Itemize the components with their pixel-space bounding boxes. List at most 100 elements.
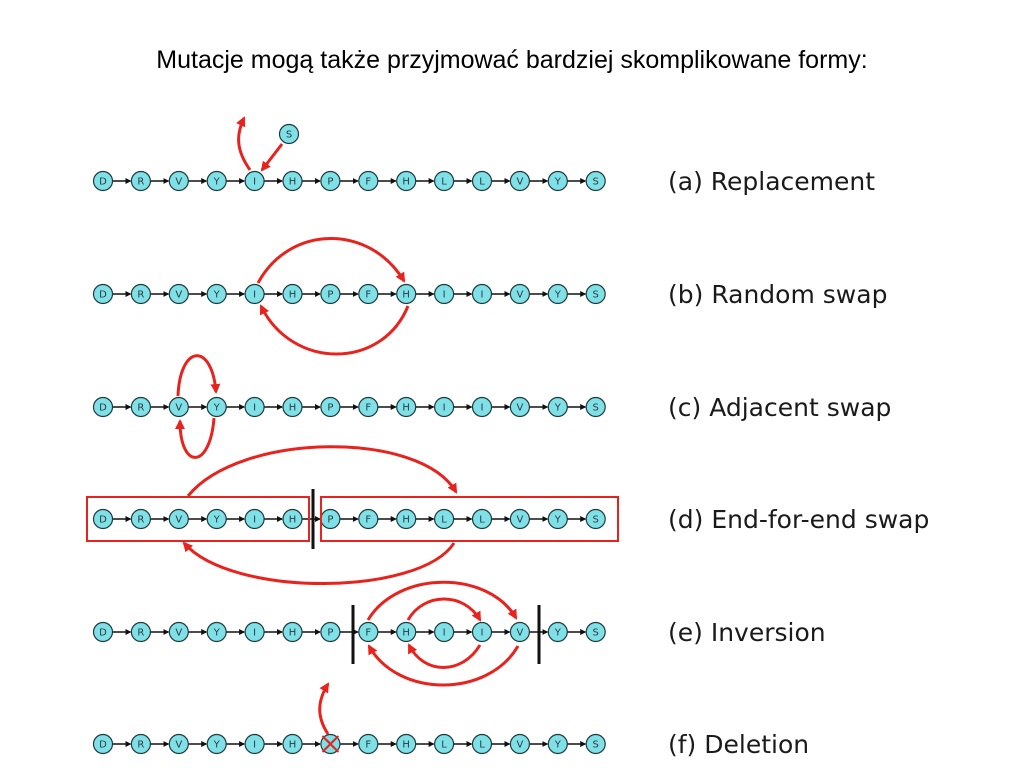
node-letter: I bbox=[253, 290, 256, 301]
node-letter: D bbox=[99, 177, 107, 188]
chain-node bbox=[509, 621, 531, 643]
mutation-annotations: S bbox=[86, 116, 619, 753]
chain-node bbox=[547, 733, 568, 755]
chain-node bbox=[92, 508, 114, 530]
node-letter: L bbox=[479, 177, 485, 188]
node-letter: D bbox=[99, 740, 107, 751]
node-letter: R bbox=[137, 740, 144, 751]
chain-node bbox=[92, 283, 114, 305]
node-letter: I bbox=[253, 628, 256, 639]
chain-node bbox=[585, 508, 606, 530]
node-letter: V bbox=[175, 515, 182, 526]
chain-node bbox=[282, 508, 303, 530]
chain-node bbox=[358, 283, 379, 305]
chain-node bbox=[547, 170, 568, 192]
node-letter: Y bbox=[554, 290, 562, 301]
node-letter: L bbox=[479, 515, 485, 526]
node-letter: P bbox=[327, 403, 333, 414]
node-letter: I bbox=[481, 290, 484, 301]
chain-node bbox=[282, 283, 303, 305]
chain-node bbox=[509, 508, 531, 530]
node-letter: V bbox=[175, 177, 182, 188]
chain-node bbox=[585, 283, 606, 305]
chain-node bbox=[434, 170, 455, 192]
node-letter: I bbox=[481, 628, 484, 639]
chain-node bbox=[471, 733, 493, 755]
inserted-node-letter: S bbox=[286, 130, 292, 141]
node-letter: H bbox=[289, 290, 297, 301]
node-letter: H bbox=[402, 740, 410, 751]
node-letter: H bbox=[289, 403, 297, 414]
node-letter: Y bbox=[554, 177, 562, 188]
swap-arrow-forward bbox=[256, 237, 406, 284]
chain-node bbox=[585, 733, 606, 755]
row-label: (e) Inversion bbox=[668, 618, 826, 647]
chain-node bbox=[509, 283, 531, 305]
node-letter: S bbox=[593, 740, 599, 751]
chain-node bbox=[396, 733, 417, 755]
node-letter: Y bbox=[554, 628, 562, 639]
chain-node bbox=[396, 396, 417, 418]
node-letter: I bbox=[443, 403, 446, 414]
chain-node bbox=[130, 396, 151, 418]
chain-node bbox=[509, 733, 531, 755]
node-letter: Y bbox=[554, 740, 562, 751]
node-letter: I bbox=[253, 740, 256, 751]
chain-node bbox=[471, 508, 493, 530]
deletion-cross bbox=[321, 735, 340, 753]
node-letter: H bbox=[402, 290, 410, 301]
chain-node bbox=[92, 733, 114, 755]
node-letter: F bbox=[365, 403, 371, 414]
node-letter: P bbox=[327, 177, 333, 188]
chain-node bbox=[396, 508, 417, 530]
node-letter: L bbox=[441, 740, 447, 751]
chain-node bbox=[206, 170, 227, 192]
chain-node bbox=[434, 283, 455, 305]
node-letter: S bbox=[593, 290, 599, 301]
node-letter: H bbox=[402, 177, 410, 188]
node-letter: S bbox=[593, 628, 599, 639]
node-letter: Y bbox=[213, 740, 221, 751]
chain-node bbox=[509, 396, 531, 418]
chain-node bbox=[92, 396, 114, 418]
node-letter: F bbox=[365, 290, 371, 301]
chain-node bbox=[282, 170, 303, 192]
node-letter: V bbox=[516, 740, 523, 751]
chain-node bbox=[168, 621, 189, 643]
node-letter: Y bbox=[213, 177, 221, 188]
chain-node bbox=[244, 621, 265, 643]
chain-node bbox=[130, 621, 151, 643]
chain-node bbox=[130, 733, 151, 755]
row-label: (b) Random swap bbox=[668, 280, 887, 309]
node-letter: R bbox=[137, 515, 144, 526]
right-segment-box bbox=[320, 496, 619, 542]
chain-node bbox=[547, 396, 568, 418]
node-letter: R bbox=[137, 177, 144, 188]
node-letter: I bbox=[481, 403, 484, 414]
chain-node bbox=[168, 396, 189, 418]
chain-node bbox=[358, 170, 379, 192]
node-letter: V bbox=[175, 290, 182, 301]
node-letter: D bbox=[99, 403, 107, 414]
chain-node bbox=[396, 621, 417, 643]
node-letter: I bbox=[443, 290, 446, 301]
chain-node bbox=[547, 508, 568, 530]
node-letter: V bbox=[516, 403, 523, 414]
node-letter: L bbox=[479, 740, 485, 751]
chain-node bbox=[282, 733, 303, 755]
node-letter: H bbox=[289, 177, 297, 188]
node-letter: V bbox=[516, 290, 523, 301]
inversion-outer-arrow-forward bbox=[366, 580, 518, 621]
node-letter: R bbox=[137, 290, 144, 301]
chain-node bbox=[206, 508, 227, 530]
chain-node bbox=[434, 508, 455, 530]
node-letter: Y bbox=[213, 403, 221, 414]
node-letter: V bbox=[175, 740, 182, 751]
chain-node bbox=[168, 733, 189, 755]
chain-node bbox=[434, 733, 455, 755]
node-letter: I bbox=[253, 403, 256, 414]
inversion-inner-arrow-forward bbox=[406, 597, 482, 622]
